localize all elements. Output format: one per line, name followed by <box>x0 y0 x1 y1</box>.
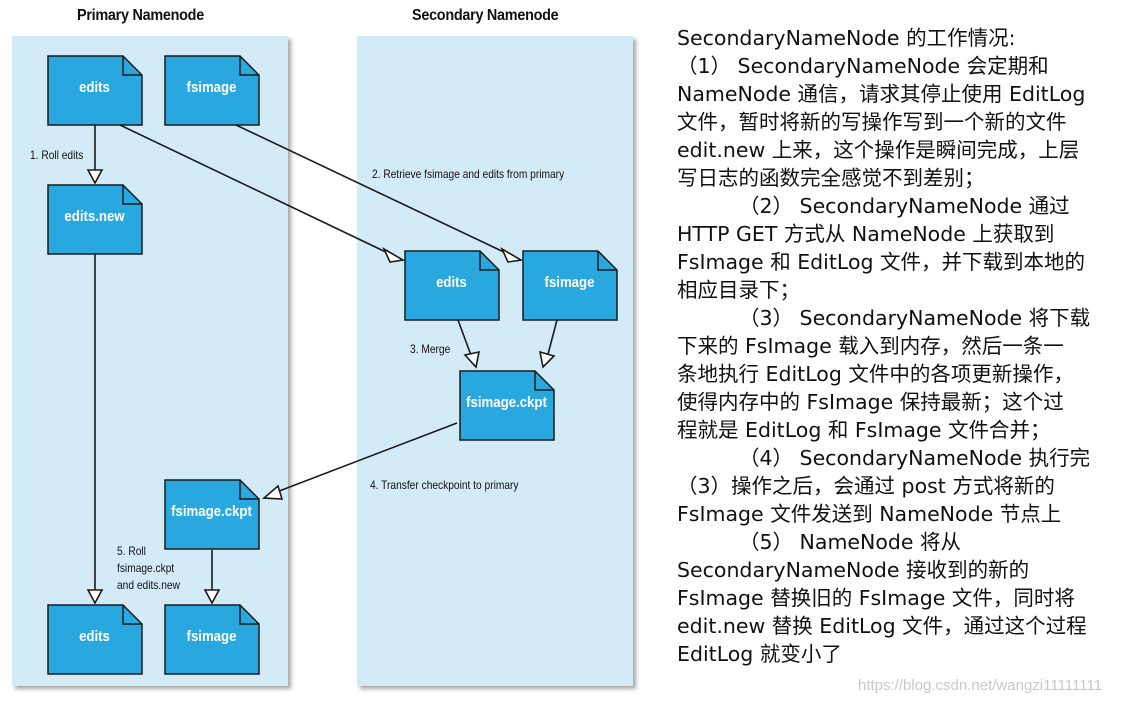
step-roll-edits: 1. Roll edits <box>30 148 84 162</box>
arrowhead-roll-edits <box>86 169 104 185</box>
primary-namenode-panel <box>12 36 288 686</box>
arrowhead-edits-secondary <box>382 247 406 263</box>
file-fsimage-ckpt-primary: fsimage.ckpt <box>164 479 260 550</box>
desc-line: EditLog 就变小了 <box>677 642 842 666</box>
desc-line: （5） NameNode 将从 <box>739 530 962 554</box>
desc-line: HTTP GET 方式从 NameNode 上获取到 <box>677 222 1055 246</box>
file-edits-final: edits <box>47 604 143 675</box>
arrowhead-merge-fsimage <box>538 350 556 369</box>
step-merge: 3. Merge <box>410 342 451 356</box>
step-roll-ckpt-line3: and edits.new <box>117 578 180 592</box>
step-retrieve: 2. Retrieve fsimage and edits from prima… <box>372 167 565 181</box>
step-roll-ckpt-line1: 5. Roll <box>117 544 146 558</box>
desc-line: 条地执行 EditLog 文件中的各项更新操作， <box>677 362 1074 386</box>
file-label: edits <box>79 628 110 645</box>
desc-line: SecondaryNameNode 接收到的新的 <box>677 558 1030 582</box>
desc-line: （3） SecondaryNameNode 将下载 <box>739 306 1091 330</box>
desc-line: 相应目录下； <box>677 278 800 302</box>
primary-namenode-title: Primary Namenode <box>77 7 204 24</box>
arrow-merge-edits <box>457 319 473 359</box>
desc-line: （1） SecondaryNameNode 会定期和 <box>677 54 1049 78</box>
desc-line: （2） SecondaryNameNode 通过 <box>739 194 1070 218</box>
watermark: https://blog.csdn.net/wangzi11111111 <box>858 677 1103 694</box>
file-fsimage-primary: fsimage <box>164 55 260 126</box>
desc-line: 程就是 EditLog 和 FsImage 文件合并； <box>677 418 1051 442</box>
arrowhead-merge-edits <box>463 350 481 369</box>
arrowhead-edits-new <box>86 589 104 605</box>
desc-line: （4） SecondaryNameNode 执行完 <box>739 446 1091 470</box>
desc-line: edit.new 上来，这个操作是瞬间完成，上层 <box>677 138 1080 162</box>
file-label: fsimage <box>186 79 237 96</box>
step-roll-ckpt-line2: fsimage.ckpt <box>117 561 175 575</box>
secondary-namenode-title: Secondary Namenode <box>412 7 559 24</box>
file-label: edits.new <box>64 208 125 225</box>
arrow-edits-to-secondary <box>119 124 391 255</box>
desc-line: 下来的 FsImage 载入到内存，然后一条一 <box>677 334 1064 358</box>
desc-line: 使得内存中的 FsImage 保持最新；这个过 <box>677 390 1064 414</box>
file-fsimage-ckpt-secondary: fsimage.ckpt <box>459 370 555 441</box>
arrow-merge-fsimage <box>546 319 558 359</box>
file-fsimage-final: fsimage <box>164 604 260 675</box>
arrow-transfer-checkpoint <box>273 422 458 494</box>
desc-line: FsImage 文件发送到 NameNode 节点上 <box>677 502 1062 526</box>
file-edits-primary: edits <box>47 55 143 126</box>
description-text: SecondaryNameNode 的工作情况: （1） SecondaryNa… <box>677 24 1125 668</box>
file-label: edits <box>436 274 467 291</box>
file-label: fsimage <box>186 628 237 645</box>
desc-line: 写日志的函数完全感觉不到差别； <box>677 166 985 190</box>
desc-line: FsImage 替换旧的 FsImage 文件，同时将 <box>677 586 1075 610</box>
file-label: fsimage.ckpt <box>466 394 547 411</box>
desc-line: 文件，暂时将新的写操作写到一个新的文件 <box>677 110 1067 134</box>
arrowhead-roll-ckpt <box>203 589 221 605</box>
file-label: fsimage.ckpt <box>171 503 252 520</box>
arrow-fsimage-to-secondary <box>235 124 509 255</box>
arrowhead-fsimage-secondary <box>500 247 524 263</box>
secondary-namenode-panel <box>357 36 633 686</box>
file-edits-secondary: edits <box>404 250 500 321</box>
file-label: fsimage <box>544 274 595 291</box>
desc-line: SecondaryNameNode 的工作情况: <box>677 26 1016 50</box>
file-edits-new: edits.new <box>47 184 143 255</box>
desc-line: NameNode 通信，请求其停止使用 EditLog <box>677 82 1086 106</box>
desc-line: FsImage 和 EditLog 文件，并下载到本地的 <box>677 250 1086 274</box>
step-transfer: 4. Transfer checkpoint to primary <box>370 478 519 492</box>
desc-line: edit.new 替换 EditLog 文件，通过这个过程 <box>677 614 1087 638</box>
file-fsimage-secondary: fsimage <box>522 250 618 321</box>
desc-line: （3）操作之后，会通过 post 方式将新的 <box>677 474 1055 498</box>
file-label: edits <box>79 79 110 96</box>
arrowhead-transfer <box>261 484 284 500</box>
